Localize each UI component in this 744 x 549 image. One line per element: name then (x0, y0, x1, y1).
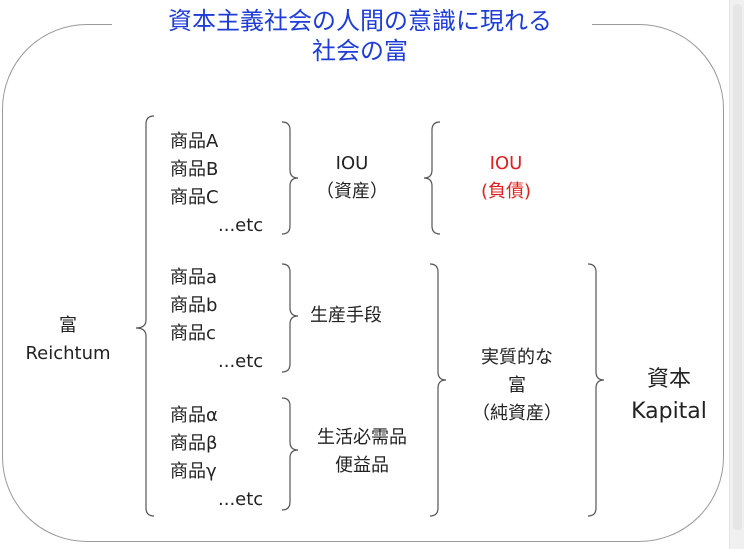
wealth-label-jp: 富 (59, 315, 77, 336)
group2-items: 商品a 商品b 商品c ...etc (170, 264, 280, 376)
wealth-brace (135, 115, 155, 517)
real-wealth-label: 実質的な 富 （純資産） (452, 344, 582, 428)
group2-etc: ...etc (218, 351, 264, 372)
group3-item: 商品γ (170, 461, 217, 482)
iou-asset-bottom: （資産） (316, 181, 388, 202)
group3-item: 商品β (170, 433, 218, 454)
group2-item: 商品c (170, 323, 216, 344)
group2-item: 商品a (170, 267, 218, 288)
capital-label: 資本 Kapital (614, 364, 724, 428)
group3-brace (281, 397, 299, 511)
iou-liability-bottom: (負債) (480, 181, 532, 202)
vertical-scrollbar[interactable] (729, 0, 744, 549)
group1-brace (281, 121, 299, 235)
iou-asset-top: IOU (335, 153, 369, 174)
iou-asset-label: IOU （資産） (302, 150, 402, 206)
real-wealth-line3: （純資産） (472, 403, 562, 424)
group1-items: 商品A 商品B 商品C ...etc (170, 128, 280, 240)
means-of-production-label: 生産手段 (310, 305, 382, 326)
group1-item: 商品C (170, 187, 219, 208)
title-mask (112, 10, 592, 40)
group1-item: 商品B (170, 159, 219, 180)
group2-brace (281, 263, 299, 373)
iou-liability-top: IOU (489, 153, 523, 174)
real-wealth-line1: 実質的な (481, 347, 553, 368)
real-wealth-left-brace (429, 263, 447, 517)
necessities-label: 生活必需品 便益品 (300, 424, 424, 480)
iou-liability-label: IOU (負債) (456, 150, 556, 206)
real-wealth-line2: 富 (508, 375, 526, 396)
group3-item: 商品α (170, 405, 218, 426)
scrollbar-thumb[interactable] (733, 4, 742, 530)
liability-brace (423, 121, 441, 235)
necessities-bottom: 便益品 (335, 455, 389, 476)
group3-etc: ...etc (218, 489, 264, 510)
group1-etc: ...etc (218, 215, 264, 236)
capital-de: Kapital (631, 399, 707, 424)
diagram-title-line2: 社会の富 (312, 37, 408, 65)
diagram-title-line1: 資本主義社会の人間の意識に現れる (168, 7, 552, 35)
capital-brace (587, 263, 605, 517)
group1-item: 商品A (170, 131, 219, 152)
wealth-label-de: Reichtum (25, 343, 111, 364)
wealth-label: 富 Reichtum (18, 312, 118, 368)
capital-jp: 資本 (646, 367, 691, 392)
group3-items: 商品α 商品β 商品γ ...etc (170, 402, 280, 514)
necessities-top: 生活必需品 (317, 427, 407, 448)
group2-item: 商品b (170, 295, 218, 316)
